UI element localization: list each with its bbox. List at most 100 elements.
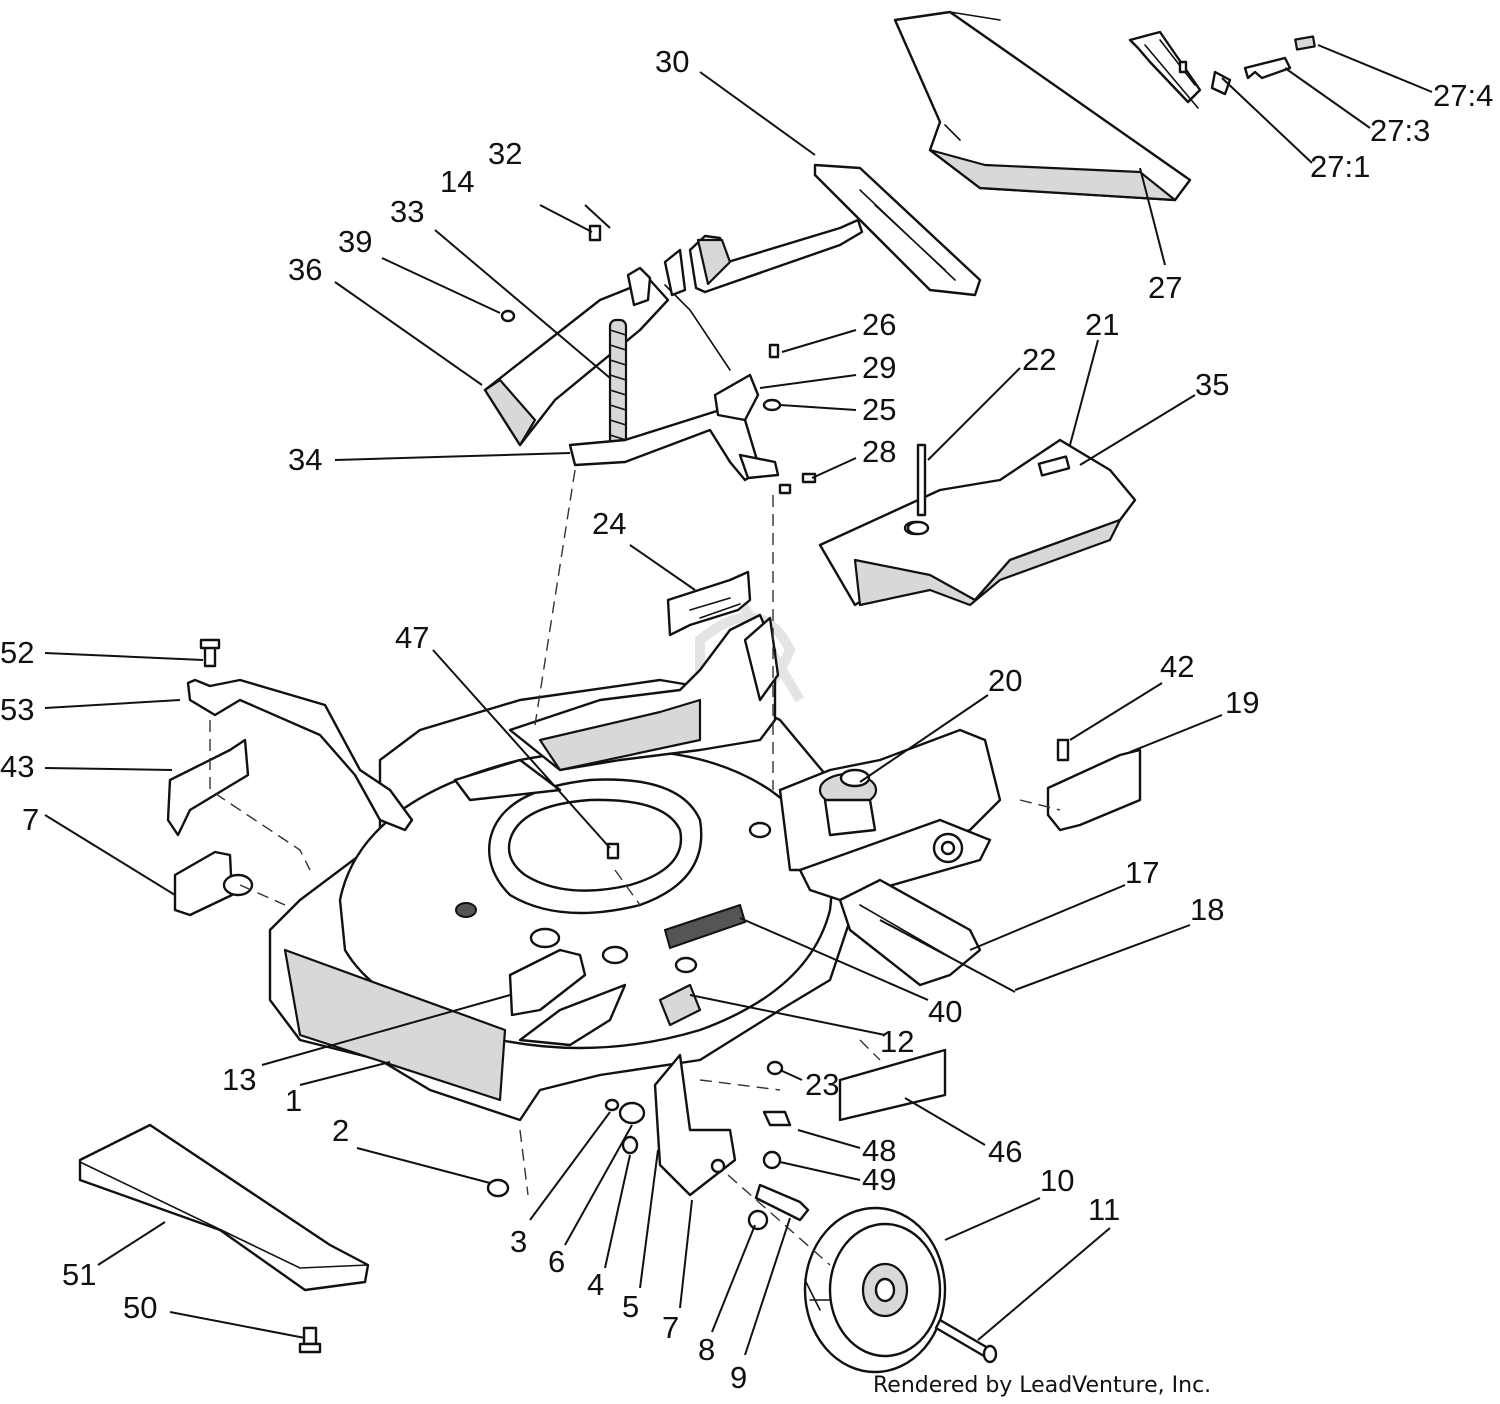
- callout-label-28: 28: [862, 434, 896, 469]
- leader-line-39: [381, 257, 501, 314]
- leader-line-34: [334, 452, 571, 461]
- leader-line-21: [1069, 339, 1099, 446]
- leader-line-25: [779, 404, 857, 411]
- leader-line-28: [811, 457, 857, 479]
- leader-line-11: [977, 1227, 1111, 1341]
- callout-label-6: 6: [548, 1244, 565, 1279]
- callout-label-7b: 7: [662, 1310, 679, 1345]
- callout-label-11: 11: [1088, 1192, 1120, 1227]
- callout-label-49: 49: [862, 1162, 896, 1197]
- leader-line-35: [1079, 394, 1196, 466]
- leader-line-19: [1129, 714, 1223, 753]
- leader-line-10: [944, 1197, 1041, 1241]
- part-rod: [879, 919, 1016, 993]
- callout-label-27: 27: [1148, 270, 1182, 305]
- leader-line-2: [356, 1147, 491, 1184]
- callout-label-39: 39: [338, 224, 372, 259]
- leader-line-12: [689, 994, 886, 1036]
- part-mower-deck: [268, 678, 852, 1122]
- leader-line-22: [927, 367, 1021, 461]
- leader-line-53: [44, 699, 181, 709]
- callout-label-36: 36: [288, 252, 322, 287]
- callout-label-29: 29: [862, 350, 896, 385]
- callout-label-24: 24: [592, 506, 626, 541]
- leader-line-48: [797, 1129, 861, 1149]
- callout-label-19: 19: [1225, 685, 1259, 720]
- leader-line-20: [859, 694, 989, 783]
- part-bracket-19: [1046, 738, 1142, 832]
- part-front-bracket: [508, 948, 702, 1047]
- part-skid-bar: [78, 1123, 370, 1354]
- callout-label-43: 43: [0, 749, 34, 784]
- callout-label-51: 51: [62, 1257, 96, 1292]
- callouts-layer: 303214333936342629252822213527:427:327:1…: [0, 44, 1493, 1395]
- callout-label-33: 33: [390, 194, 424, 229]
- assembly-lines: [209, 469, 1061, 1266]
- leader-line-42: [1069, 682, 1163, 741]
- callout-label-14: 14: [440, 164, 474, 199]
- leader-line-23: [779, 1069, 803, 1081]
- leader-line-43: [44, 767, 173, 771]
- callout-label-1: 1: [285, 1083, 302, 1118]
- callout-label-9: 9: [730, 1360, 747, 1395]
- leader-line-24: [629, 544, 696, 591]
- leader-line-33: [434, 229, 611, 379]
- part-axle-bolt: [934, 1318, 998, 1364]
- callout-label-34: 34: [288, 442, 322, 477]
- callout-label-21: 21: [1085, 307, 1119, 342]
- callout-label-47: 47: [395, 620, 429, 655]
- callout-label-53: 53: [0, 692, 34, 727]
- part-grass-bag: [893, 10, 1202, 202]
- callout-label-52: 52: [0, 635, 34, 670]
- callout-label-42: 42: [1160, 649, 1194, 684]
- part-bag-hardware: [1210, 35, 1316, 96]
- part-rear-housing: [508, 613, 780, 772]
- part-rear-door: [688, 163, 982, 297]
- part-small-hardware: [486, 60, 1188, 1231]
- callout-label-30: 30: [655, 44, 689, 79]
- callout-label-18: 18: [1190, 892, 1224, 927]
- callout-label-26: 26: [862, 307, 896, 342]
- leader-line-50: [169, 1311, 306, 1339]
- callout-label-8: 8: [698, 1332, 715, 1367]
- credit-text: Rendered by LeadVenture, Inc.: [873, 1373, 1211, 1398]
- part-axle-mount-left: [173, 850, 254, 917]
- leader-line-52: [44, 652, 204, 661]
- part-spring: [608, 318, 628, 452]
- callout-label-27-3: 27:3: [1370, 113, 1430, 148]
- part-bracket-43: [166, 738, 250, 837]
- leader-line-46: [904, 1097, 986, 1146]
- leader-line-13: [261, 994, 511, 1066]
- leader-line-9: [744, 1217, 791, 1356]
- part-axle-mount-right: [653, 1053, 737, 1197]
- leader-line-26: [781, 329, 857, 353]
- leader-line-17: [969, 884, 1126, 951]
- part-strip: [838, 1048, 947, 1122]
- part-handle-bracket: [186, 638, 414, 832]
- callout-label-35: 35: [1195, 367, 1229, 402]
- callout-label-10: 10: [1040, 1163, 1074, 1198]
- callout-label-20: 20: [988, 663, 1022, 698]
- leader-line-49: [779, 1161, 861, 1181]
- callout-label-2: 2: [332, 1113, 349, 1148]
- leader-line-8: [711, 1224, 756, 1333]
- callout-label-25: 25: [862, 392, 896, 427]
- callout-label-22: 22: [1022, 342, 1056, 377]
- part-wheel: [803, 1206, 947, 1374]
- leader-line-27-3: [1284, 67, 1371, 129]
- callout-label-46: 46: [988, 1134, 1022, 1169]
- callout-label-40: 40: [928, 994, 962, 1029]
- callout-label-4: 4: [587, 1267, 604, 1302]
- leader-line-29: [759, 374, 857, 389]
- leader-line-3: [529, 1111, 611, 1221]
- leader-line-40: [739, 917, 929, 1001]
- part-transmission: [778, 728, 1002, 902]
- callout-label-17: 17: [1125, 855, 1159, 890]
- leader-line-7a: [44, 814, 176, 896]
- leader-line-4: [604, 1154, 631, 1269]
- leader-line-14: [539, 204, 593, 233]
- part-bracket-24: [666, 570, 752, 637]
- leader-line-47: [432, 649, 611, 849]
- leader-line-27: [1139, 167, 1166, 266]
